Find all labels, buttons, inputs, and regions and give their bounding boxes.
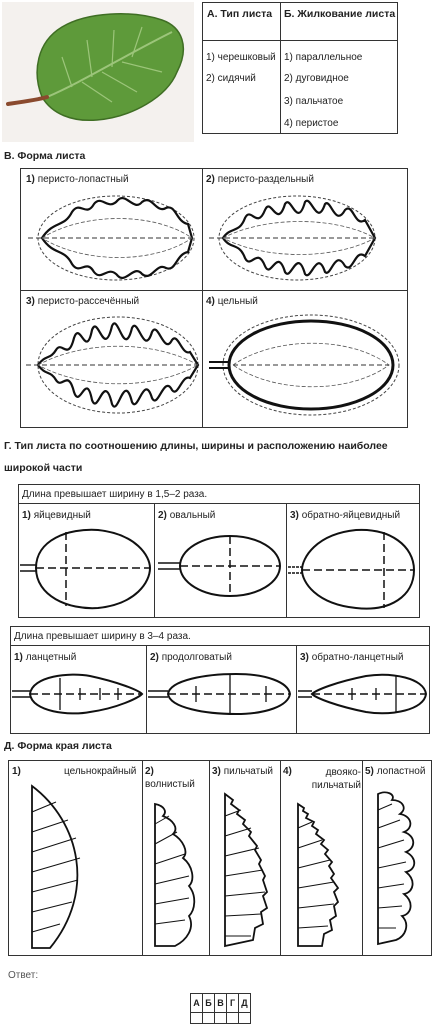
- g-group1: [18, 484, 420, 618]
- answer-header-g: Г: [227, 994, 239, 1012]
- d-shape-entire-margin: [31, 784, 81, 949]
- g2-shape-oblanceolate: [298, 673, 428, 715]
- g-group1-vdivider-2: [286, 503, 287, 618]
- g-group1-caption: Длина превышает ширину в 1,5–2 раза.: [22, 489, 208, 500]
- d-item-3: 3) пильчатый: [212, 766, 273, 777]
- g-group2-caption-divider: [10, 645, 430, 646]
- g-group1-vdivider-1: [154, 503, 155, 618]
- col-a-item-2: 2) сидячий: [206, 73, 256, 84]
- v-shape-pinnately-parted: [209, 195, 377, 281]
- d-vdivider-2: [209, 760, 210, 956]
- d-shape-lobed-margin: [377, 791, 416, 946]
- section-v-title: В. Форма листа: [4, 150, 86, 162]
- d-shape-serrate: [224, 792, 269, 948]
- v-item-1: 1) перисто-лопастный: [26, 174, 129, 185]
- d-item-4-num: 4): [283, 766, 292, 777]
- d-vdivider-4: [362, 760, 363, 956]
- g2-item-2: 2) продолговатый: [150, 652, 232, 663]
- col-b-item-3: 3) пальчатое: [284, 96, 344, 107]
- answer-cell-b[interactable]: [203, 1011, 215, 1023]
- g-group2-caption: Длина превышает ширину в 3–4 раза.: [14, 631, 191, 642]
- answer-cell-d[interactable]: [239, 1011, 250, 1023]
- col-a-item-1: 1) черешковый: [206, 52, 276, 63]
- v-item-2: 2) перисто-раздельный: [206, 174, 314, 185]
- answer-header-d: Д: [241, 998, 248, 1008]
- d-item-2-num: 2): [145, 766, 154, 777]
- v-item-4: 4) цельный: [206, 296, 258, 307]
- g-group2: [10, 626, 430, 734]
- answer-cell-v[interactable]: [215, 1011, 227, 1023]
- section-g-title-line1: Г. Тип листа по соотношению длины, ширин…: [4, 440, 388, 452]
- table-ab-column-divider: [280, 2, 281, 134]
- answer-header-b: Б: [203, 994, 215, 1012]
- v-item-3: 3) перисто-рассечённый: [26, 296, 140, 307]
- v-shape-pinnately-lobed: [28, 195, 195, 281]
- section-v-grid: [20, 168, 408, 428]
- g1-shape-ovate: [20, 528, 152, 610]
- col-b-item-1: 1) параллельное: [284, 52, 363, 63]
- answer-cell-a[interactable]: [191, 1011, 203, 1023]
- col-b-header: Б. Жилкование листа: [284, 8, 396, 20]
- answer-input-row[interactable]: [190, 1011, 251, 1024]
- v-shape-entire: [209, 314, 400, 416]
- g1-item-2: 2) овальный: [158, 510, 216, 521]
- d-vdivider-3: [280, 760, 281, 956]
- g2-item-3: 3) обратно-ланцетный: [300, 652, 404, 663]
- g1-item-1: 1) яйцевидный: [22, 510, 91, 521]
- g-group2-vdivider-2: [296, 645, 297, 734]
- col-a-header: А. Тип листа: [207, 8, 273, 20]
- g2-shape-lanceolate: [12, 673, 144, 715]
- g2-item-1: 1) ланцетный: [14, 652, 77, 663]
- d-vdivider-1: [142, 760, 143, 956]
- g1-item-3: 3) обратно-яйцевидный: [290, 510, 401, 521]
- d-item-4-label: двояко-пильчатый: [311, 767, 361, 791]
- g2-shape-oblong: [148, 672, 292, 716]
- section-v-vdivider: [202, 168, 203, 428]
- d-item-1-num: 1): [12, 766, 21, 777]
- d-item-2-label: волнистый: [145, 779, 195, 790]
- d-shape-wavy: [154, 802, 196, 947]
- answer-header-a: А: [191, 994, 203, 1012]
- answer-table: А Б В Г Д: [190, 993, 251, 1013]
- answer-header-v: В: [215, 994, 227, 1012]
- section-g-title-line2: широкой части: [4, 462, 83, 474]
- section-d-title: Д. Форма края листа: [4, 740, 112, 752]
- table-ab-header-divider: [202, 40, 398, 41]
- d-shape-double-serrate: [297, 802, 340, 947]
- answer-cell-g[interactable]: [227, 1011, 239, 1023]
- birch-leaf-icon: [6, 13, 185, 122]
- birch-leaf-photo: [2, 2, 194, 142]
- answer-label: Ответ:: [8, 970, 39, 981]
- col-b-item-2: 2) дуговидное: [284, 73, 349, 84]
- col-b-item-4: 4) перистое: [284, 118, 339, 129]
- section-v-hdivider: [20, 290, 408, 291]
- d-item-1-label: цельнокрайный: [64, 766, 137, 777]
- table-ab: [202, 2, 398, 134]
- g-group2-vdivider-1: [146, 645, 147, 734]
- v-shape-pinnately-dissected: [26, 316, 200, 414]
- section-d-grid: [8, 760, 432, 956]
- g1-shape-obovate: [288, 528, 416, 610]
- g-group1-caption-divider: [18, 503, 420, 504]
- g1-shape-oval: [158, 535, 281, 597]
- d-item-5: 5) лопастной: [365, 766, 426, 777]
